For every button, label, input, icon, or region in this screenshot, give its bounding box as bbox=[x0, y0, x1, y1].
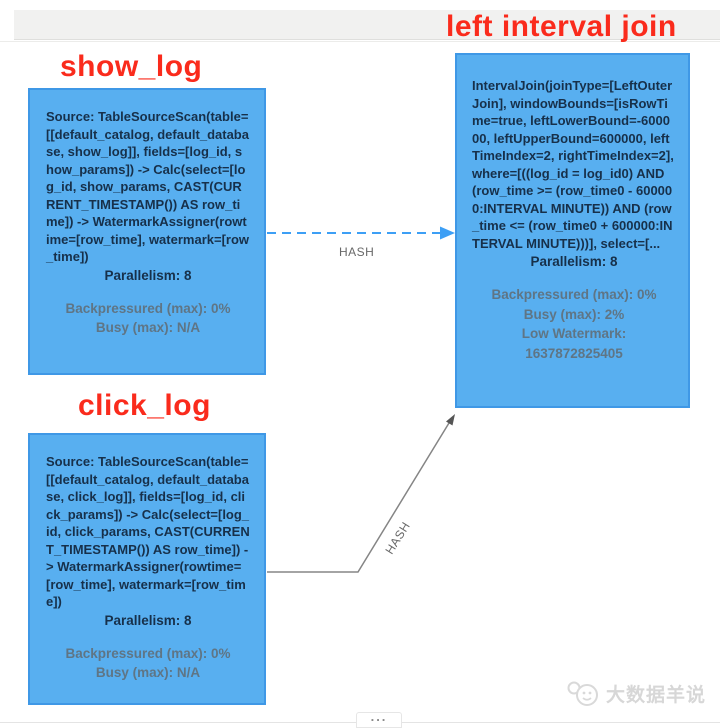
edge-click-log-to-join bbox=[267, 422, 450, 573]
stat-low-watermark: Low Watermark: 1637872825405 bbox=[521, 326, 627, 361]
annotation-show-log: show_log bbox=[60, 50, 203, 83]
node-parallelism: Parallelism: 8 bbox=[530, 254, 618, 269]
drawer-toggle[interactable]: ... bbox=[356, 709, 402, 728]
stat-busy: Busy (max): N/A bbox=[95, 665, 201, 680]
top-toolbar bbox=[14, 10, 720, 40]
arrowhead-solid-icon bbox=[446, 414, 455, 426]
annotation-left-interval-join: left interval join bbox=[446, 10, 677, 43]
stat-busy: Busy (max): N/A bbox=[95, 320, 201, 335]
node-description: Source: TableSourceScan(table=[[default_… bbox=[46, 109, 250, 264]
node-interval-join[interactable]: IntervalJoin(joinType=[LeftOuterJoin], w… bbox=[455, 53, 690, 408]
watermark-text: 大数据羊说 bbox=[605, 684, 706, 706]
node-show-log[interactable]: Source: TableSourceScan(table=[[default_… bbox=[28, 88, 266, 375]
node-click-log[interactable]: Source: TableSourceScan(table=[[default_… bbox=[28, 433, 266, 705]
edge-label-hash-dashed: HASH bbox=[339, 245, 375, 259]
node-parallelism: Parallelism: 8 bbox=[104, 612, 192, 628]
stat-backpressured: Backpressured (max): 0% bbox=[65, 300, 231, 316]
node-description: IntervalJoin(joinType=[LeftOuterJoin], w… bbox=[472, 78, 674, 251]
node-parallelism: Parallelism: 8 bbox=[104, 267, 192, 283]
node-description: Source: TableSourceScan(table=[[default_… bbox=[46, 454, 250, 609]
node-stats: Backpressured (max): 0% Busy (max): N/A bbox=[46, 644, 250, 683]
watermark: 大数据羊说 bbox=[566, 678, 706, 708]
stat-backpressured: Backpressured (max): 0% bbox=[491, 287, 657, 302]
arrowhead-dashed-icon bbox=[440, 226, 455, 240]
stat-busy: Busy (max): 2% bbox=[523, 306, 625, 322]
ellipsis-icon: ... bbox=[370, 709, 388, 724]
stat-backpressured: Backpressured (max): 0% bbox=[65, 645, 231, 661]
canvas-divider bbox=[0, 41, 720, 42]
node-stats: Backpressured (max): 0% Busy (max): 2% L… bbox=[472, 285, 676, 363]
annotation-click-log: click_log bbox=[78, 389, 211, 422]
node-stats: Backpressured (max): 0% Busy (max): N/A bbox=[46, 299, 250, 338]
sheep-logo-icon bbox=[567, 681, 598, 706]
edge-label-hash-solid: HASH bbox=[382, 519, 413, 557]
